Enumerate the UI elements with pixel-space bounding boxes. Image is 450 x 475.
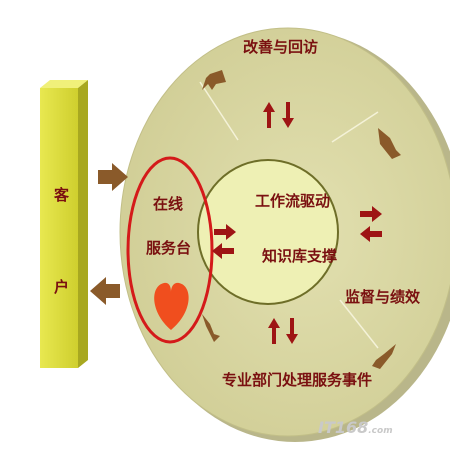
cycle-arrow-right-bottom bbox=[372, 344, 396, 369]
ring-label-top: 改善与回访 bbox=[243, 38, 319, 56]
client-bar bbox=[40, 80, 88, 368]
core-label-line2: 知识库支撑 bbox=[262, 247, 338, 265]
watermark: IT168.com bbox=[318, 418, 393, 437]
arrow-core-to-supervision bbox=[360, 206, 382, 222]
watermark-suffix: .com bbox=[368, 426, 393, 436]
arrow-client-to-desk bbox=[98, 163, 128, 191]
cycle-arrow-bottom-left bbox=[202, 314, 220, 342]
arrow-core-to-desk bbox=[212, 243, 234, 259]
heart-icon bbox=[154, 282, 189, 330]
client-label-top: 客 bbox=[54, 186, 70, 204]
cycle-arrow-right-top bbox=[378, 128, 401, 159]
cycle-arrow-top-left bbox=[202, 70, 226, 90]
arrow-up-to-core bbox=[268, 318, 280, 344]
arrow-desk-to-core bbox=[214, 224, 236, 240]
ring-label-right: 监督与绩效 bbox=[345, 288, 421, 306]
ring-label-bottom: 专业部门处理服务事件 bbox=[222, 371, 373, 389]
client-label-bottom: 户 bbox=[54, 278, 70, 296]
service-desk-label-line1: 在线 bbox=[153, 195, 184, 213]
core-circle bbox=[197, 159, 339, 305]
service-desk-label-line2: 服务台 bbox=[146, 239, 192, 257]
arrow-down-to-departments bbox=[286, 318, 298, 344]
disc-dividers bbox=[199, 81, 379, 349]
arrow-supervision-to-core bbox=[360, 226, 382, 242]
arrow-desk-to-client bbox=[90, 277, 120, 305]
arrow-down-from-improvement bbox=[282, 102, 294, 128]
arrow-up-to-improvement bbox=[263, 102, 275, 128]
core-label-line1: 工作流驱动 bbox=[255, 192, 331, 210]
service-desk-oval bbox=[126, 156, 214, 344]
watermark-brand: IT168 bbox=[318, 418, 369, 437]
